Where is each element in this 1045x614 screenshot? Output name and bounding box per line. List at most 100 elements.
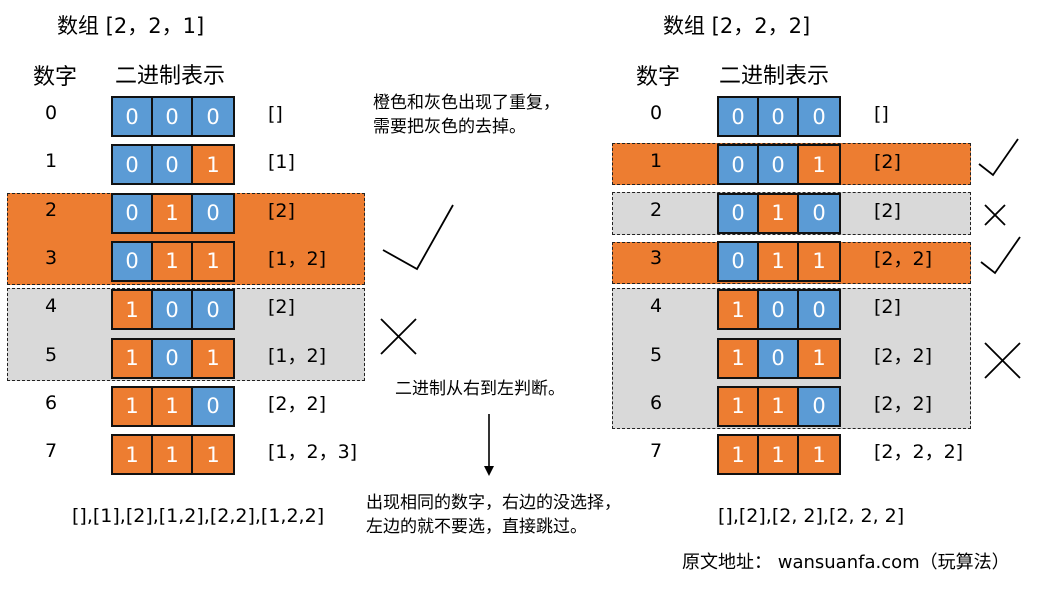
- left-subset-3: [1，2]: [268, 247, 327, 270]
- left-cross-icon: [380, 318, 417, 355]
- left-bit-4-0: 1: [113, 291, 153, 329]
- right-bit-3-0: 0: [719, 242, 759, 280]
- right-number-2: 2: [650, 198, 663, 221]
- left-subset-0: []: [268, 103, 283, 125]
- right-number-1: 1: [650, 150, 663, 173]
- left-number-1: 1: [45, 150, 58, 173]
- right-bit-1-2: 1: [799, 146, 839, 184]
- left-bit-4-2: 0: [193, 291, 233, 329]
- left-bit-7-1: 1: [153, 436, 193, 474]
- note-right-to-left: 二进制从右到左判断。: [395, 379, 565, 399]
- left-bit-0-1: 0: [153, 98, 193, 135]
- left-number-0: 0: [45, 102, 58, 124]
- right-number-0: 0: [650, 102, 663, 124]
- right-number-3: 3: [650, 246, 663, 269]
- right-bit-0-0: 0: [719, 98, 759, 135]
- left-number-4: 4: [45, 295, 58, 318]
- left-subset-5: [1，2]: [268, 344, 327, 367]
- left-number-2: 2: [45, 198, 58, 221]
- note-duplicate-line2: 需要把灰色的去掉。: [373, 117, 526, 137]
- right-bit-1-1: 0: [759, 146, 799, 184]
- left-bit-3-2: 1: [193, 242, 233, 280]
- left-number-3: 3: [45, 246, 58, 269]
- right-bit-2-2: 0: [799, 194, 839, 232]
- left-bit-6-2: 0: [193, 387, 233, 425]
- right-col-number: 数字: [636, 65, 681, 90]
- right-cross-icon-4-6: [984, 342, 1021, 379]
- down-arrow-icon: [484, 414, 494, 476]
- left-title: 数组 [2，2，1]: [57, 14, 205, 38]
- left-bit-3-1: 1: [153, 242, 193, 280]
- left-bit-0-2: 0: [193, 98, 233, 135]
- right-number-6: 6: [650, 391, 663, 414]
- left-bit-4-1: 0: [153, 291, 193, 329]
- right-bit-2-0: 0: [719, 194, 759, 232]
- right-subset-6: [2，2]: [874, 392, 933, 415]
- right-number-5: 5: [650, 343, 663, 366]
- left-number-5: 5: [45, 343, 58, 366]
- left-bit-5-2: 1: [193, 339, 233, 377]
- left-bit-6-0: 1: [113, 387, 153, 425]
- right-subset-0: []: [874, 103, 889, 125]
- right-subset-4: [2]: [874, 296, 901, 319]
- right-result: [],[2],[2, 2],[2, 2, 2]: [718, 505, 905, 527]
- right-bit-6-2: 0: [799, 387, 839, 425]
- right-subset-5: [2，2]: [874, 344, 933, 367]
- right-bit-5-1: 0: [759, 339, 799, 377]
- right-bit-4-2: 0: [799, 291, 839, 329]
- note-skip-line2: 左边的就不要选，直接跳过。: [366, 517, 587, 537]
- note-skip-line1: 出现相同的数字，右边的没选择，: [366, 493, 621, 513]
- right-bit-6-1: 1: [759, 387, 799, 425]
- right-bit-3-1: 1: [759, 242, 799, 280]
- right-bit-4-1: 0: [759, 291, 799, 329]
- right-bit-0-2: 0: [799, 98, 839, 135]
- right-bit-5-0: 1: [719, 339, 759, 377]
- left-number-7: 7: [45, 440, 58, 463]
- left-result: [],[1],[2],[1,2],[2,2],[1,2,2]: [72, 505, 325, 527]
- right-bit-2-1: 1: [759, 194, 799, 232]
- right-cross-icon-2: [984, 204, 1006, 226]
- right-col-binary: 二进制表示: [719, 64, 830, 89]
- right-bit-0-1: 0: [759, 98, 799, 135]
- left-subset-6: [2，2]: [268, 392, 327, 415]
- left-bit-1-0: 0: [113, 146, 153, 184]
- right-subset-7: [2，2，2]: [874, 441, 964, 464]
- left-subset-4: [2]: [268, 296, 295, 319]
- left-bit-3-0: 0: [113, 242, 153, 280]
- note-duplicate-line1: 橙色和灰色出现了重复，: [373, 93, 560, 113]
- left-col-number: 数字: [33, 65, 78, 90]
- right-check-icon-3: [980, 236, 1021, 275]
- right-subset-1: [2]: [874, 151, 901, 174]
- right-check-icon-1: [978, 138, 1019, 177]
- right-number-7: 7: [650, 440, 663, 463]
- left-bit-2-1: 1: [153, 194, 193, 232]
- left-subset-2: [2]: [268, 199, 295, 222]
- right-bit-4-0: 1: [719, 291, 759, 329]
- left-bit-5-0: 1: [113, 339, 153, 377]
- right-bit-6-0: 1: [719, 387, 759, 425]
- right-bit-3-2: 1: [799, 242, 839, 280]
- right-subset-2: [2]: [874, 199, 901, 222]
- left-bit-0-0: 0: [113, 98, 153, 135]
- left-col-binary: 二进制表示: [115, 64, 226, 89]
- right-bit-1-0: 0: [719, 146, 759, 184]
- left-check-icon: [382, 204, 454, 271]
- left-subset-7: [1，2，3]: [268, 441, 358, 464]
- left-bit-6-1: 1: [153, 387, 193, 425]
- left-bit-2-2: 0: [193, 194, 233, 232]
- left-subset-1: [1]: [268, 151, 295, 174]
- left-bit-1-2: 1: [193, 146, 233, 184]
